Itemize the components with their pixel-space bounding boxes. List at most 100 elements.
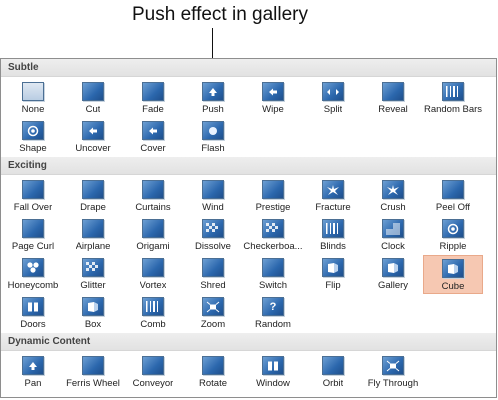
transition-label: Ripple bbox=[439, 241, 467, 252]
reveal-icon bbox=[382, 82, 404, 101]
transition-label: Gallery bbox=[377, 280, 409, 291]
transition-dissolve[interactable]: Dissolve bbox=[183, 216, 243, 255]
dissolve-glyph-icon bbox=[203, 220, 223, 237]
transition-conveyor[interactable]: Conveyor bbox=[123, 353, 183, 392]
callout-line bbox=[212, 28, 213, 61]
transition-pan[interactable]: Pan bbox=[3, 353, 63, 392]
transition-cube[interactable]: Cube bbox=[423, 255, 483, 294]
transition-cut[interactable]: Cut bbox=[63, 79, 123, 118]
switch-icon bbox=[262, 258, 284, 277]
fracture-glyph-icon bbox=[323, 181, 343, 198]
prestige-glyph-icon bbox=[263, 181, 283, 198]
transition-glitter[interactable]: Glitter bbox=[63, 255, 123, 294]
peel-off-icon bbox=[442, 180, 464, 199]
transition-flip[interactable]: Flip bbox=[303, 255, 363, 294]
transition-airplane[interactable]: Airplane bbox=[63, 216, 123, 255]
none-glyph-icon bbox=[23, 83, 43, 100]
transition-ferris-wheel[interactable]: Ferris Wheel bbox=[63, 353, 123, 392]
transition-shred[interactable]: Shred bbox=[183, 255, 243, 294]
transition-fracture[interactable]: Fracture bbox=[303, 177, 363, 216]
transition-window[interactable]: Window bbox=[243, 353, 303, 392]
random-bars-icon bbox=[442, 82, 464, 101]
orbit-glyph-icon bbox=[323, 357, 343, 374]
transition-fade[interactable]: Fade bbox=[123, 79, 183, 118]
transition-push[interactable]: Push bbox=[183, 79, 243, 118]
transition-label: Window bbox=[256, 378, 290, 389]
transition-comb[interactable]: Comb bbox=[123, 294, 183, 333]
transition-random-bars[interactable]: Random Bars bbox=[423, 79, 483, 118]
transition-wind[interactable]: Wind bbox=[183, 177, 243, 216]
transition-switch[interactable]: Switch bbox=[243, 255, 303, 294]
transition-ripple[interactable]: Ripple bbox=[423, 216, 483, 255]
transition-gallery[interactable]: Gallery bbox=[363, 255, 423, 294]
wind-glyph-icon bbox=[203, 181, 223, 198]
transition-reveal[interactable]: Reveal bbox=[363, 79, 423, 118]
origami-glyph-icon bbox=[143, 220, 163, 237]
transition-random[interactable]: ?Random bbox=[243, 294, 303, 333]
wipe-icon bbox=[262, 82, 284, 101]
flash-icon bbox=[202, 121, 224, 140]
comb-icon bbox=[142, 297, 164, 316]
transition-label: Checkerboa... bbox=[243, 241, 303, 252]
transition-label: Shred bbox=[200, 280, 226, 291]
transition-label: Cube bbox=[441, 281, 465, 292]
transition-blinds[interactable]: Blinds bbox=[303, 216, 363, 255]
transition-split[interactable]: Split bbox=[303, 79, 363, 118]
transition-uncover[interactable]: Uncover bbox=[63, 118, 123, 157]
flash-glyph-icon bbox=[203, 122, 223, 139]
transition-none[interactable]: None bbox=[3, 79, 63, 118]
transition-label: Uncover bbox=[75, 143, 111, 154]
blinds-icon bbox=[322, 219, 344, 238]
transition-honeycomb[interactable]: Honeycomb bbox=[3, 255, 63, 294]
transition-label: Flash bbox=[201, 143, 225, 154]
transition-checkerboard[interactable]: Checkerboa... bbox=[243, 216, 303, 255]
vortex-icon bbox=[142, 258, 164, 277]
transition-box[interactable]: Box bbox=[63, 294, 123, 333]
transition-shape[interactable]: Shape bbox=[3, 118, 63, 157]
transition-crush[interactable]: Crush bbox=[363, 177, 423, 216]
push-glyph-icon bbox=[203, 83, 223, 100]
honeycomb-icon bbox=[22, 258, 44, 277]
transition-fall-over[interactable]: Fall Over bbox=[3, 177, 63, 216]
transition-label: Flip bbox=[325, 280, 341, 291]
ripple-icon bbox=[442, 219, 464, 238]
blinds-glyph-icon bbox=[323, 220, 343, 237]
transition-wipe[interactable]: Wipe bbox=[243, 79, 303, 118]
transition-cover[interactable]: Cover bbox=[123, 118, 183, 157]
transition-fly-through[interactable]: Fly Through bbox=[363, 353, 423, 392]
transition-orbit[interactable]: Orbit bbox=[303, 353, 363, 392]
cut-glyph-icon bbox=[83, 83, 103, 100]
transition-label: Glitter bbox=[80, 280, 106, 291]
shape-icon bbox=[22, 121, 44, 140]
box-icon bbox=[82, 297, 104, 316]
fade-icon bbox=[142, 82, 164, 101]
drape-icon bbox=[82, 180, 104, 199]
transition-doors[interactable]: Doors bbox=[3, 294, 63, 333]
transition-clock[interactable]: Clock bbox=[363, 216, 423, 255]
transition-rotate[interactable]: Rotate bbox=[183, 353, 243, 392]
transition-peel-off[interactable]: Peel Off bbox=[423, 177, 483, 216]
transition-prestige[interactable]: Prestige bbox=[243, 177, 303, 216]
gallery-icon bbox=[382, 258, 404, 277]
split-icon bbox=[322, 82, 344, 101]
glitter-icon bbox=[82, 258, 104, 277]
clock-icon bbox=[382, 219, 404, 238]
transition-vortex[interactable]: Vortex bbox=[123, 255, 183, 294]
transition-curtains[interactable]: Curtains bbox=[123, 177, 183, 216]
dissolve-icon bbox=[202, 219, 224, 238]
crush-icon bbox=[382, 180, 404, 199]
section-header-exciting: Exciting bbox=[1, 157, 496, 175]
section-header-subtle: Subtle bbox=[1, 59, 496, 77]
ripple-glyph-icon bbox=[443, 220, 463, 237]
transition-zoom[interactable]: Zoom bbox=[183, 294, 243, 333]
transition-drape[interactable]: Drape bbox=[63, 177, 123, 216]
none-icon bbox=[22, 82, 44, 101]
transition-flash[interactable]: Flash bbox=[183, 118, 243, 157]
orbit-icon bbox=[322, 356, 344, 375]
transition-origami[interactable]: Origami bbox=[123, 216, 183, 255]
cube-icon bbox=[442, 259, 464, 278]
transition-label: Shape bbox=[19, 143, 47, 154]
transition-page-curl[interactable]: Page Curl bbox=[3, 216, 63, 255]
fly-through-icon bbox=[382, 356, 404, 375]
